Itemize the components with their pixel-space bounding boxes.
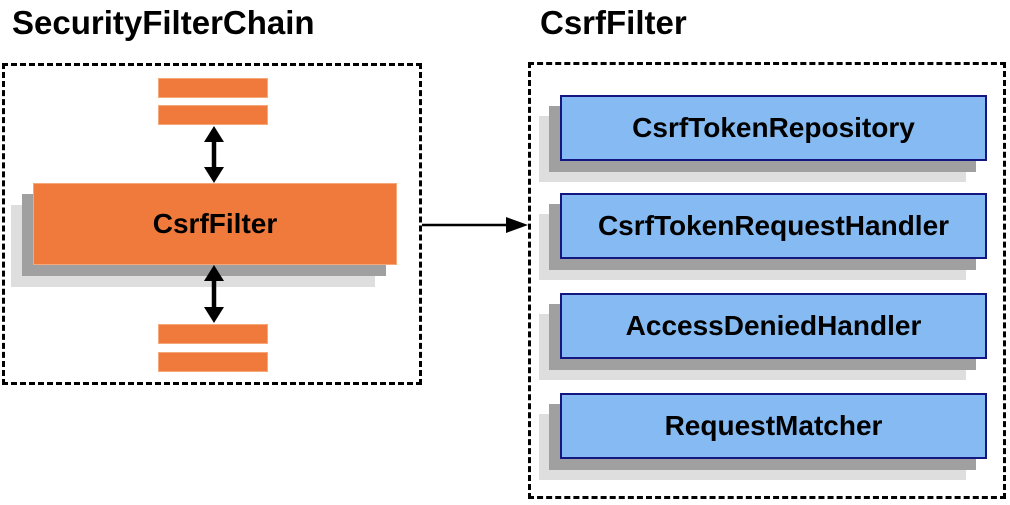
component-box-csrf-token-repository: CsrfTokenRepository (560, 95, 987, 161)
component-label: CsrfTokenRepository (632, 112, 915, 143)
component-box-csrf-token-request-handler: CsrfTokenRequestHandler (560, 193, 987, 259)
double-arrow-down-icon (204, 265, 224, 323)
csrf-filter-node: CsrfFilter (33, 183, 397, 265)
security-filter-chain-box (2, 63, 422, 385)
csrf-filter-node-label: CsrfFilter (152, 208, 278, 239)
security-filter-chain-title: SecurityFilterChain (12, 4, 315, 41)
filter-placeholder-bar-bottom-1 (158, 324, 268, 344)
filter-placeholder-bar-top-1 (158, 78, 268, 98)
connector-arrow-icon (422, 217, 528, 233)
csrf-filter-box (528, 62, 1006, 499)
component-label: CsrfTokenRequestHandler (597, 210, 950, 241)
component-label: AccessDeniedHandler (625, 310, 922, 341)
component-box-request-matcher: RequestMatcher (560, 393, 987, 459)
component-box-access-denied-handler: AccessDeniedHandler (560, 293, 987, 359)
csrf-filter-title: CsrfFilter (540, 4, 687, 41)
filter-placeholder-bar-bottom-2 (158, 352, 268, 372)
double-arrow-up-icon (204, 126, 224, 183)
filter-placeholder-bar-top-2 (158, 105, 268, 125)
component-label: RequestMatcher (664, 410, 883, 441)
